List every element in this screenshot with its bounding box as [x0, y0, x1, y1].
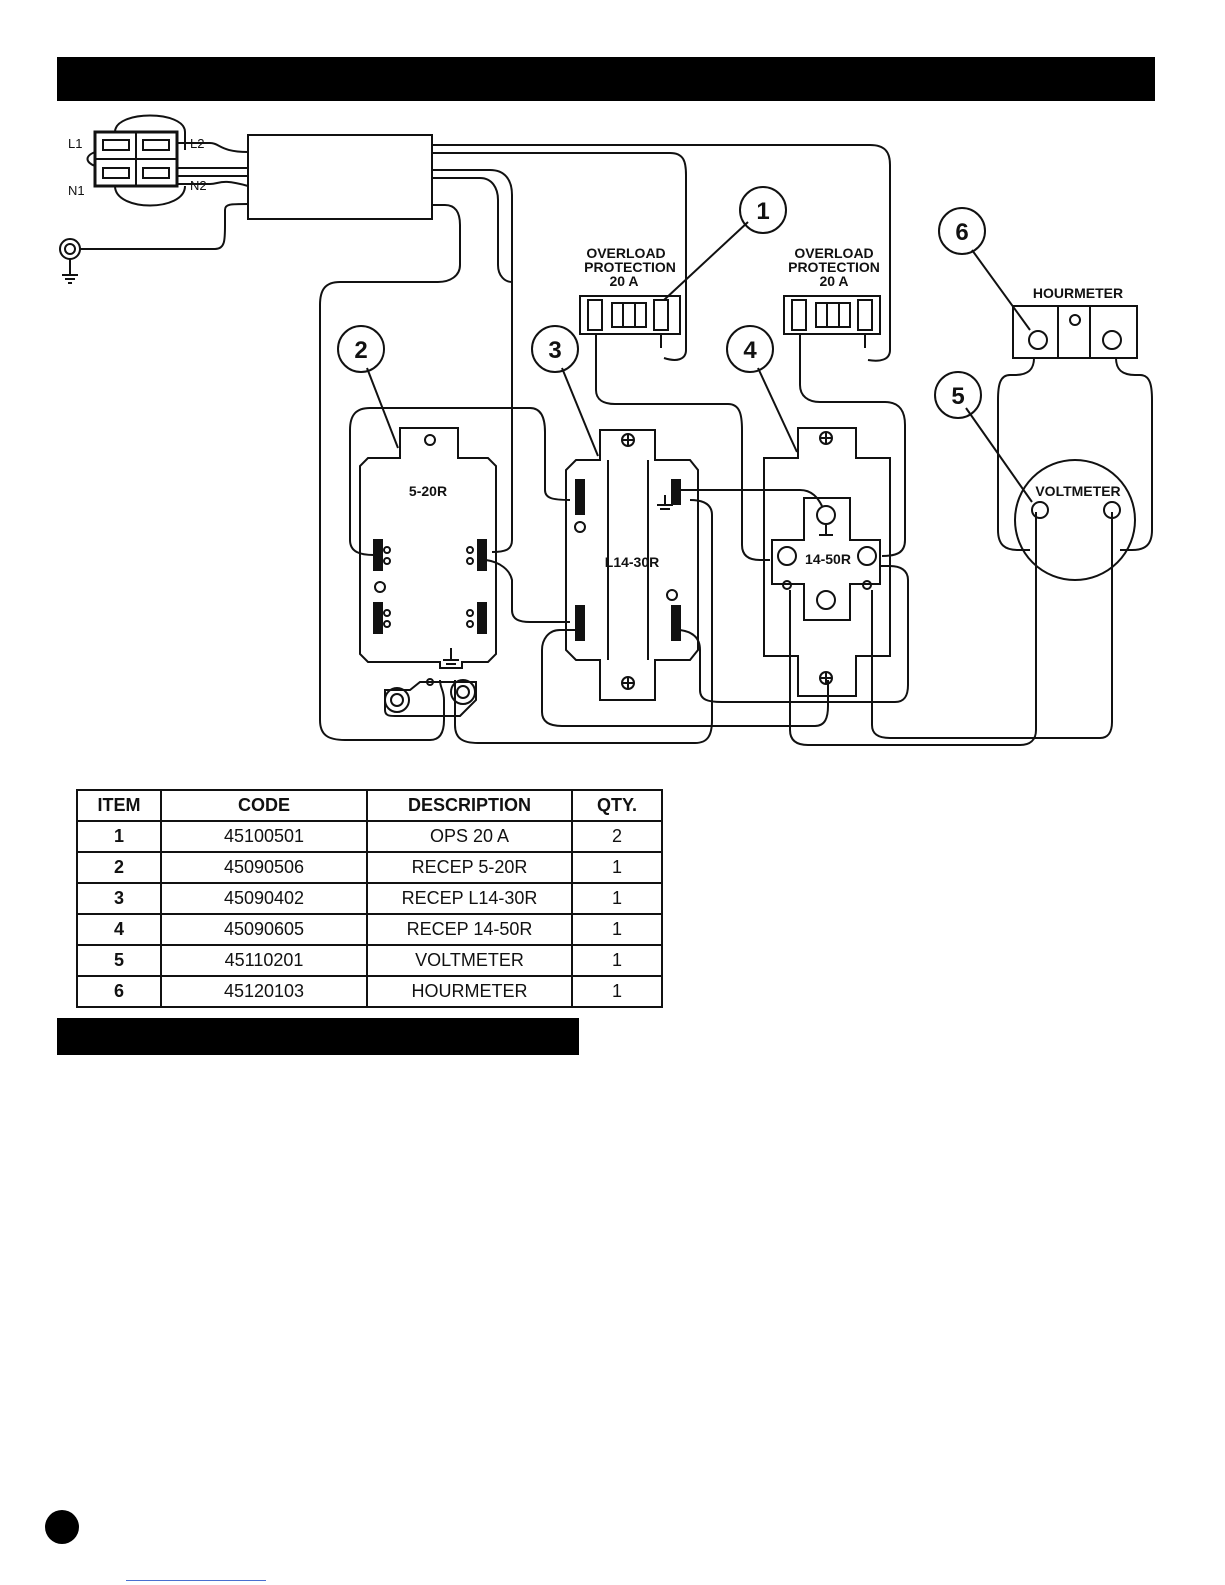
table-row: 5 45110201 VOLTMETER 1 [77, 945, 662, 976]
overload-protector-2 [784, 296, 880, 348]
receptacle-l1430-label: L14-30R [605, 554, 659, 570]
overload-2-label-line3: 20 A [819, 273, 848, 289]
table-row: 2 45090506 RECEP 5-20R 1 [77, 852, 662, 883]
cell-item: 4 [77, 914, 161, 945]
cell-item: 5 [77, 945, 161, 976]
cell-code: 45090506 [161, 852, 367, 883]
terminal-block [88, 116, 186, 206]
table-row: 6 45120103 HOURMETER 1 [77, 976, 662, 1007]
cell-item: 6 [77, 976, 161, 1007]
callout-3-number: 3 [548, 337, 561, 364]
overload-protector-1 [580, 296, 680, 348]
receptacle-520-label: 5-20R [409, 483, 447, 499]
callout-2-number: 2 [354, 337, 367, 364]
voltmeter-label: VOLTMETER [1035, 483, 1120, 499]
callout-5-number: 5 [951, 383, 964, 410]
cell-item: 2 [77, 852, 161, 883]
hourmeter [998, 306, 1152, 550]
header-qty: QTY. [572, 790, 662, 821]
section-bar [57, 1018, 579, 1055]
header-code: CODE [161, 790, 367, 821]
cell-item: 3 [77, 883, 161, 914]
wiring-diagram: L1 L2 N1 N2 OVERLOAD PROTECTION 20 A OVE… [0, 0, 1225, 780]
receptacle-l14-30r [542, 430, 908, 726]
cell-description: RECEP 14-50R [367, 914, 572, 945]
cell-description: HOURMETER [367, 976, 572, 1007]
receptacle-5-20r [350, 408, 712, 743]
cell-code: 45100501 [161, 821, 367, 852]
cell-qty: 1 [572, 914, 662, 945]
cell-qty: 2 [572, 821, 662, 852]
terminal-label-n2: N2 [190, 178, 207, 193]
cell-description: RECEP 5-20R [367, 852, 572, 883]
terminal-label-l1: L1 [68, 136, 82, 151]
page-marker-dot [45, 1510, 79, 1544]
header-description: DESCRIPTION [367, 790, 572, 821]
overload-1-label-line3: 20 A [609, 273, 638, 289]
callout-1-number: 1 [756, 198, 769, 225]
header-item: ITEM [77, 790, 161, 821]
voltmeter [1015, 460, 1135, 580]
cell-qty: 1 [572, 976, 662, 1007]
parts-table: ITEM CODE DESCRIPTION QTY. 1 45100501 OP… [76, 789, 663, 1008]
ground-ring [60, 204, 248, 283]
cell-qty: 1 [572, 883, 662, 914]
callout-6-number: 6 [955, 219, 968, 246]
cell-code: 45090402 [161, 883, 367, 914]
table-row: 1 45100501 OPS 20 A 2 [77, 821, 662, 852]
cell-code: 45110201 [161, 945, 367, 976]
callout-4-number: 4 [743, 337, 757, 364]
table-header-row: ITEM CODE DESCRIPTION QTY. [77, 790, 662, 821]
receptacle-14-50r [764, 428, 1112, 745]
cell-qty: 1 [572, 852, 662, 883]
table-row: 3 45090402 RECEP L14-30R 1 [77, 883, 662, 914]
terminal-label-n1: N1 [68, 183, 85, 198]
cell-description: OPS 20 A [367, 821, 572, 852]
cell-description: RECEP L14-30R [367, 883, 572, 914]
control-box [248, 135, 432, 219]
cell-item: 1 [77, 821, 161, 852]
terminal-label-l2: L2 [190, 136, 204, 151]
cell-description: VOLTMETER [367, 945, 572, 976]
footer-link-line [126, 1580, 266, 1581]
hourmeter-label: HOURMETER [1033, 285, 1123, 301]
receptacle-1450-label: 14-50R [805, 551, 851, 567]
cell-qty: 1 [572, 945, 662, 976]
cell-code: 45120103 [161, 976, 367, 1007]
table-row: 4 45090605 RECEP 14-50R 1 [77, 914, 662, 945]
cell-code: 45090605 [161, 914, 367, 945]
